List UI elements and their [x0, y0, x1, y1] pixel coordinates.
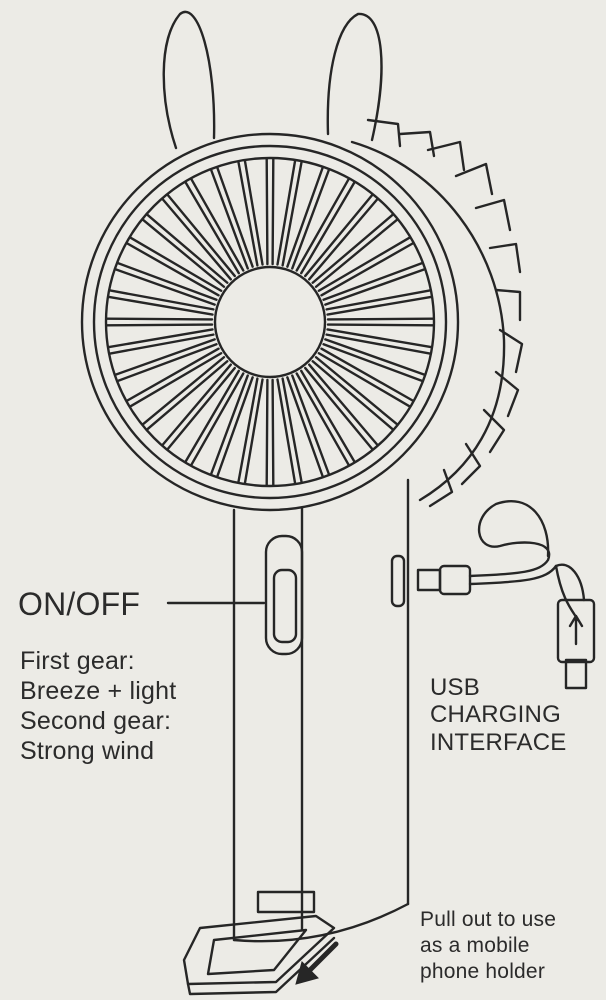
usb-label-line: CHARGING — [430, 701, 561, 728]
fan-spoke — [322, 338, 426, 383]
fan-back-housing — [350, 118, 524, 508]
right-ear — [326, 12, 383, 142]
fan-spoke — [317, 347, 414, 408]
fan-spoke — [325, 328, 433, 355]
gear-line: Strong wind — [20, 737, 155, 765]
fan-spoke — [326, 317, 435, 327]
fan-spoke — [276, 377, 303, 485]
fan-spoke — [295, 178, 356, 275]
fan-spoke — [322, 261, 426, 306]
fan-spoke — [276, 159, 303, 267]
usb-label-line: USB — [430, 674, 480, 701]
holder-label-line: as a mobile — [420, 934, 530, 957]
fan-spoke — [107, 289, 215, 316]
fan-spoke — [304, 363, 379, 451]
gear-line: First gear: — [20, 647, 135, 675]
fan-spoke — [126, 236, 223, 297]
fan-spoke — [286, 374, 331, 478]
fan-spoke — [237, 159, 264, 267]
fan-spoke — [317, 236, 414, 297]
holder-label-line: Pull out to use — [420, 908, 557, 931]
fan-spoke — [184, 178, 245, 275]
fan-spoke — [295, 369, 356, 466]
fan-guard-spokes — [105, 157, 435, 487]
fan-spoke — [237, 377, 264, 485]
fan-spoke — [265, 157, 275, 266]
fan-spoke — [126, 347, 223, 408]
pull-arrow — [295, 941, 339, 985]
fan-spoke — [107, 328, 215, 355]
fan-spoke — [311, 356, 399, 431]
fan-spoke — [209, 374, 254, 478]
fan-spoke — [286, 166, 331, 270]
on-off-label: ON/OFF — [18, 586, 141, 622]
fan-handle — [232, 478, 410, 943]
fan-spoke — [209, 166, 254, 270]
fan-spoke — [161, 193, 236, 281]
fan-spoke — [114, 261, 218, 306]
gear-line: Breeze + light — [20, 677, 177, 705]
fan-spoke — [184, 369, 245, 466]
usb-port — [390, 554, 406, 608]
fan-spoke — [105, 317, 214, 327]
gear-line: Second gear: — [20, 707, 172, 735]
fan-spoke — [141, 356, 229, 431]
fan-spoke — [114, 338, 218, 383]
fan-spoke — [311, 213, 399, 288]
on-off-switch — [264, 534, 304, 656]
left-ear — [162, 10, 216, 150]
fan-spoke — [161, 363, 236, 451]
fan-guard — [80, 132, 460, 512]
usb-cable — [416, 500, 596, 690]
fan-spoke — [265, 378, 275, 487]
fan-spoke — [325, 289, 433, 316]
fan-spoke — [141, 213, 229, 288]
fan-spoke — [304, 193, 379, 281]
holder-label-line: phone holder — [420, 960, 546, 983]
usb-label-line: INTERFACE — [430, 729, 567, 756]
